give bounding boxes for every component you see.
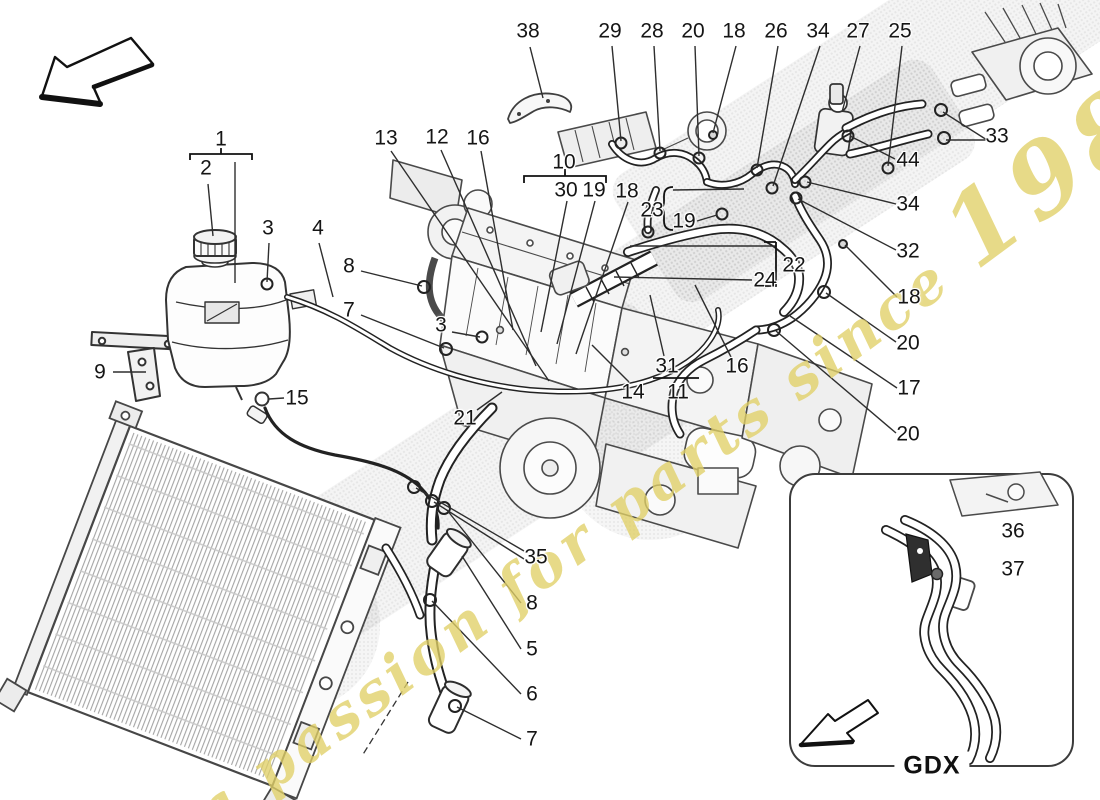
callout-5: 5 xyxy=(526,637,538,661)
callout-18: 18 xyxy=(722,19,746,43)
callout-34: 34 xyxy=(896,192,920,216)
direction-arrow-icon xyxy=(39,36,155,107)
callout-10: 10 xyxy=(552,150,576,174)
callout-1: 1 xyxy=(215,127,227,151)
callout-19: 19 xyxy=(672,209,696,233)
callout-20: 20 xyxy=(681,19,705,43)
callout-31: 31 xyxy=(655,354,679,378)
callout-33: 33 xyxy=(985,124,1009,148)
callout-16: 16 xyxy=(466,126,490,150)
callout-6: 6 xyxy=(526,682,538,706)
callout-20: 20 xyxy=(896,422,920,446)
inset-gdx-label: GDX xyxy=(894,751,970,781)
callout-25: 25 xyxy=(888,19,912,43)
callout-30: 30 xyxy=(554,178,578,202)
callout-28: 28 xyxy=(640,19,664,43)
callout-24: 24 xyxy=(753,268,777,292)
callout-29: 29 xyxy=(598,19,622,43)
callout-13: 13 xyxy=(374,126,398,150)
callout-18: 18 xyxy=(897,285,921,309)
callout-7: 7 xyxy=(526,727,538,751)
leader-lines xyxy=(113,45,1001,740)
callout-8: 8 xyxy=(343,254,355,278)
pump-assembly-art xyxy=(950,2,1093,128)
hose-art xyxy=(263,99,933,734)
callout-brackets xyxy=(189,148,777,379)
callout-26: 26 xyxy=(764,19,788,43)
callout-17: 17 xyxy=(897,376,921,400)
radiator-art xyxy=(0,400,409,800)
inset-direction-arrow-icon xyxy=(798,699,879,748)
callout-32: 32 xyxy=(896,239,920,263)
aux-pump-art xyxy=(813,83,854,157)
callout-35: 35 xyxy=(524,545,548,569)
callout-34: 34 xyxy=(806,19,830,43)
callout-12: 12 xyxy=(425,125,449,149)
callout-22: 22 xyxy=(782,253,806,277)
callout-16: 16 xyxy=(725,354,749,378)
callout-37: 37 xyxy=(1001,557,1025,581)
callout-15: 15 xyxy=(285,386,309,410)
callout-38: 38 xyxy=(516,19,540,43)
callout-11: 11 xyxy=(667,380,689,404)
callout-27: 27 xyxy=(846,19,870,43)
expansion-tank-art xyxy=(90,229,317,425)
callout-20: 20 xyxy=(896,331,920,355)
callout-7: 7 xyxy=(343,298,355,322)
callout-4: 4 xyxy=(312,216,324,240)
clamp-markers xyxy=(260,103,951,713)
callout-3: 3 xyxy=(435,313,447,337)
callout-14: 14 xyxy=(621,380,645,404)
callout-21: 21 xyxy=(453,406,477,430)
callout-44: 44 xyxy=(896,148,920,172)
callout-3: 3 xyxy=(262,216,274,240)
callout-18: 18 xyxy=(615,179,639,203)
callout-36: 36 xyxy=(1001,519,1025,543)
callout-2: 2 xyxy=(200,156,212,180)
inset-box xyxy=(789,471,1074,767)
callout-19: 19 xyxy=(582,178,606,202)
callout-8: 8 xyxy=(526,591,538,615)
duct-38-art xyxy=(507,92,573,124)
callout-9: 9 xyxy=(94,360,106,384)
callout-23: 23 xyxy=(640,198,664,222)
